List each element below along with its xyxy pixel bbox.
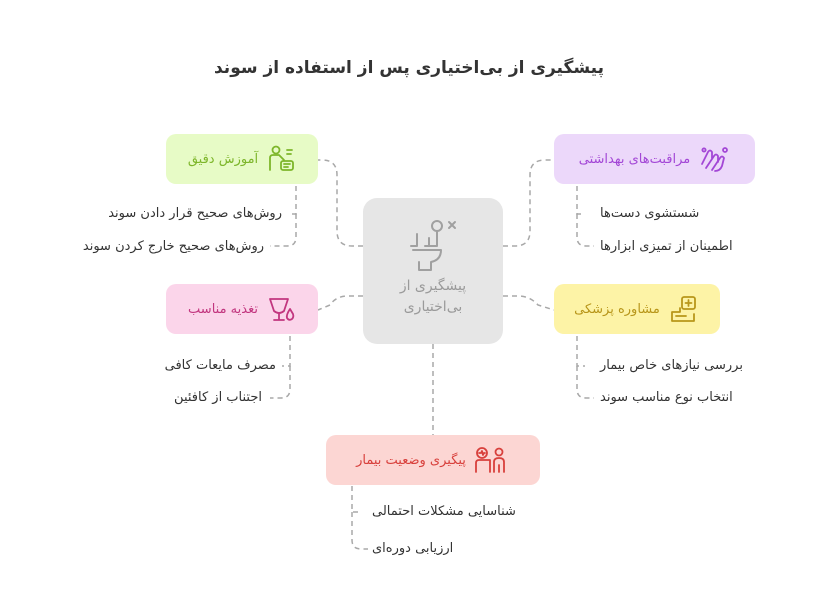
sub-connector-education-1 [288, 186, 297, 215]
sub-connector-followup-2 [351, 512, 368, 550]
connector-hygiene [503, 159, 554, 247]
hygiene-item-1: شستشوی دست‌ها [600, 206, 700, 221]
patient-monitor-icon [475, 447, 505, 473]
diagram-title: پیشگیری از بی‌اختیاری پس از استفاده از س… [213, 58, 605, 78]
connector-consult [503, 295, 555, 311]
center-label-line1: پیشگیری از [399, 278, 467, 294]
category-education: آموزش دقیق [166, 134, 318, 184]
teacher-icon [269, 145, 295, 171]
sub-connector-consult-2 [576, 366, 594, 399]
category-consult: مشاوره پزشکی [554, 284, 720, 334]
connector-education [318, 159, 363, 247]
education-item-2: روش‌های صحیح خارج کردن سوند [82, 239, 264, 254]
person-on-toilet-icon [410, 220, 456, 271]
center-label-line2: بی‌اختیاری [403, 299, 463, 315]
sub-connector-consult-1 [576, 336, 585, 367]
sub-connector-hygiene-2 [576, 214, 594, 247]
nutrition-item-2: اجتناب از کافئین [174, 390, 262, 405]
hygiene-item-2: اطمینان از تمیزی ابزارها [600, 239, 733, 254]
consult-item-1: بررسی نیازهای خاص بیمار [600, 358, 743, 373]
followup-item-1: شناسایی مشکلات احتمالی [372, 504, 516, 519]
category-consult-label: مشاوره پزشکی [574, 301, 660, 317]
consult-item-2: انتخاب نوع مناسب سوند [600, 390, 733, 405]
category-hygiene-label: مراقبت‌های بهداشتی [578, 151, 691, 167]
hand-wash-icon [701, 147, 729, 172]
category-followup: پیگیری وضعیت بیمار [326, 435, 540, 485]
category-hygiene: مراقبت‌های بهداشتی [554, 134, 755, 184]
sub-connector-education-2 [270, 214, 297, 247]
medical-clipboard-icon [670, 296, 696, 322]
education-item-1: روش‌های صحیح قرار دادن سوند [108, 206, 282, 221]
followup-item-2: ارزیابی دوره‌ای [372, 541, 454, 556]
sub-connector-nutrition-1 [282, 336, 291, 367]
cup-drop-icon [269, 298, 295, 321]
sub-connector-nutrition-2 [270, 366, 291, 399]
center-label: پیشگیری از بی‌اختیاری [363, 276, 503, 318]
category-nutrition: تغذیه مناسب [166, 284, 318, 334]
sub-connector-followup-1 [351, 486, 360, 513]
category-education-label: آموزش دقیق [187, 151, 259, 167]
sub-connector-hygiene-1 [576, 186, 585, 215]
center-node: پیشگیری از بی‌اختیاری [363, 198, 503, 344]
category-followup-label: پیگیری وضعیت بیمار [356, 452, 466, 468]
nutrition-item-1: مصرف مایعات کافی [164, 358, 276, 373]
category-nutrition-label: تغذیه مناسب [188, 301, 258, 317]
connector-nutrition [317, 295, 363, 311]
